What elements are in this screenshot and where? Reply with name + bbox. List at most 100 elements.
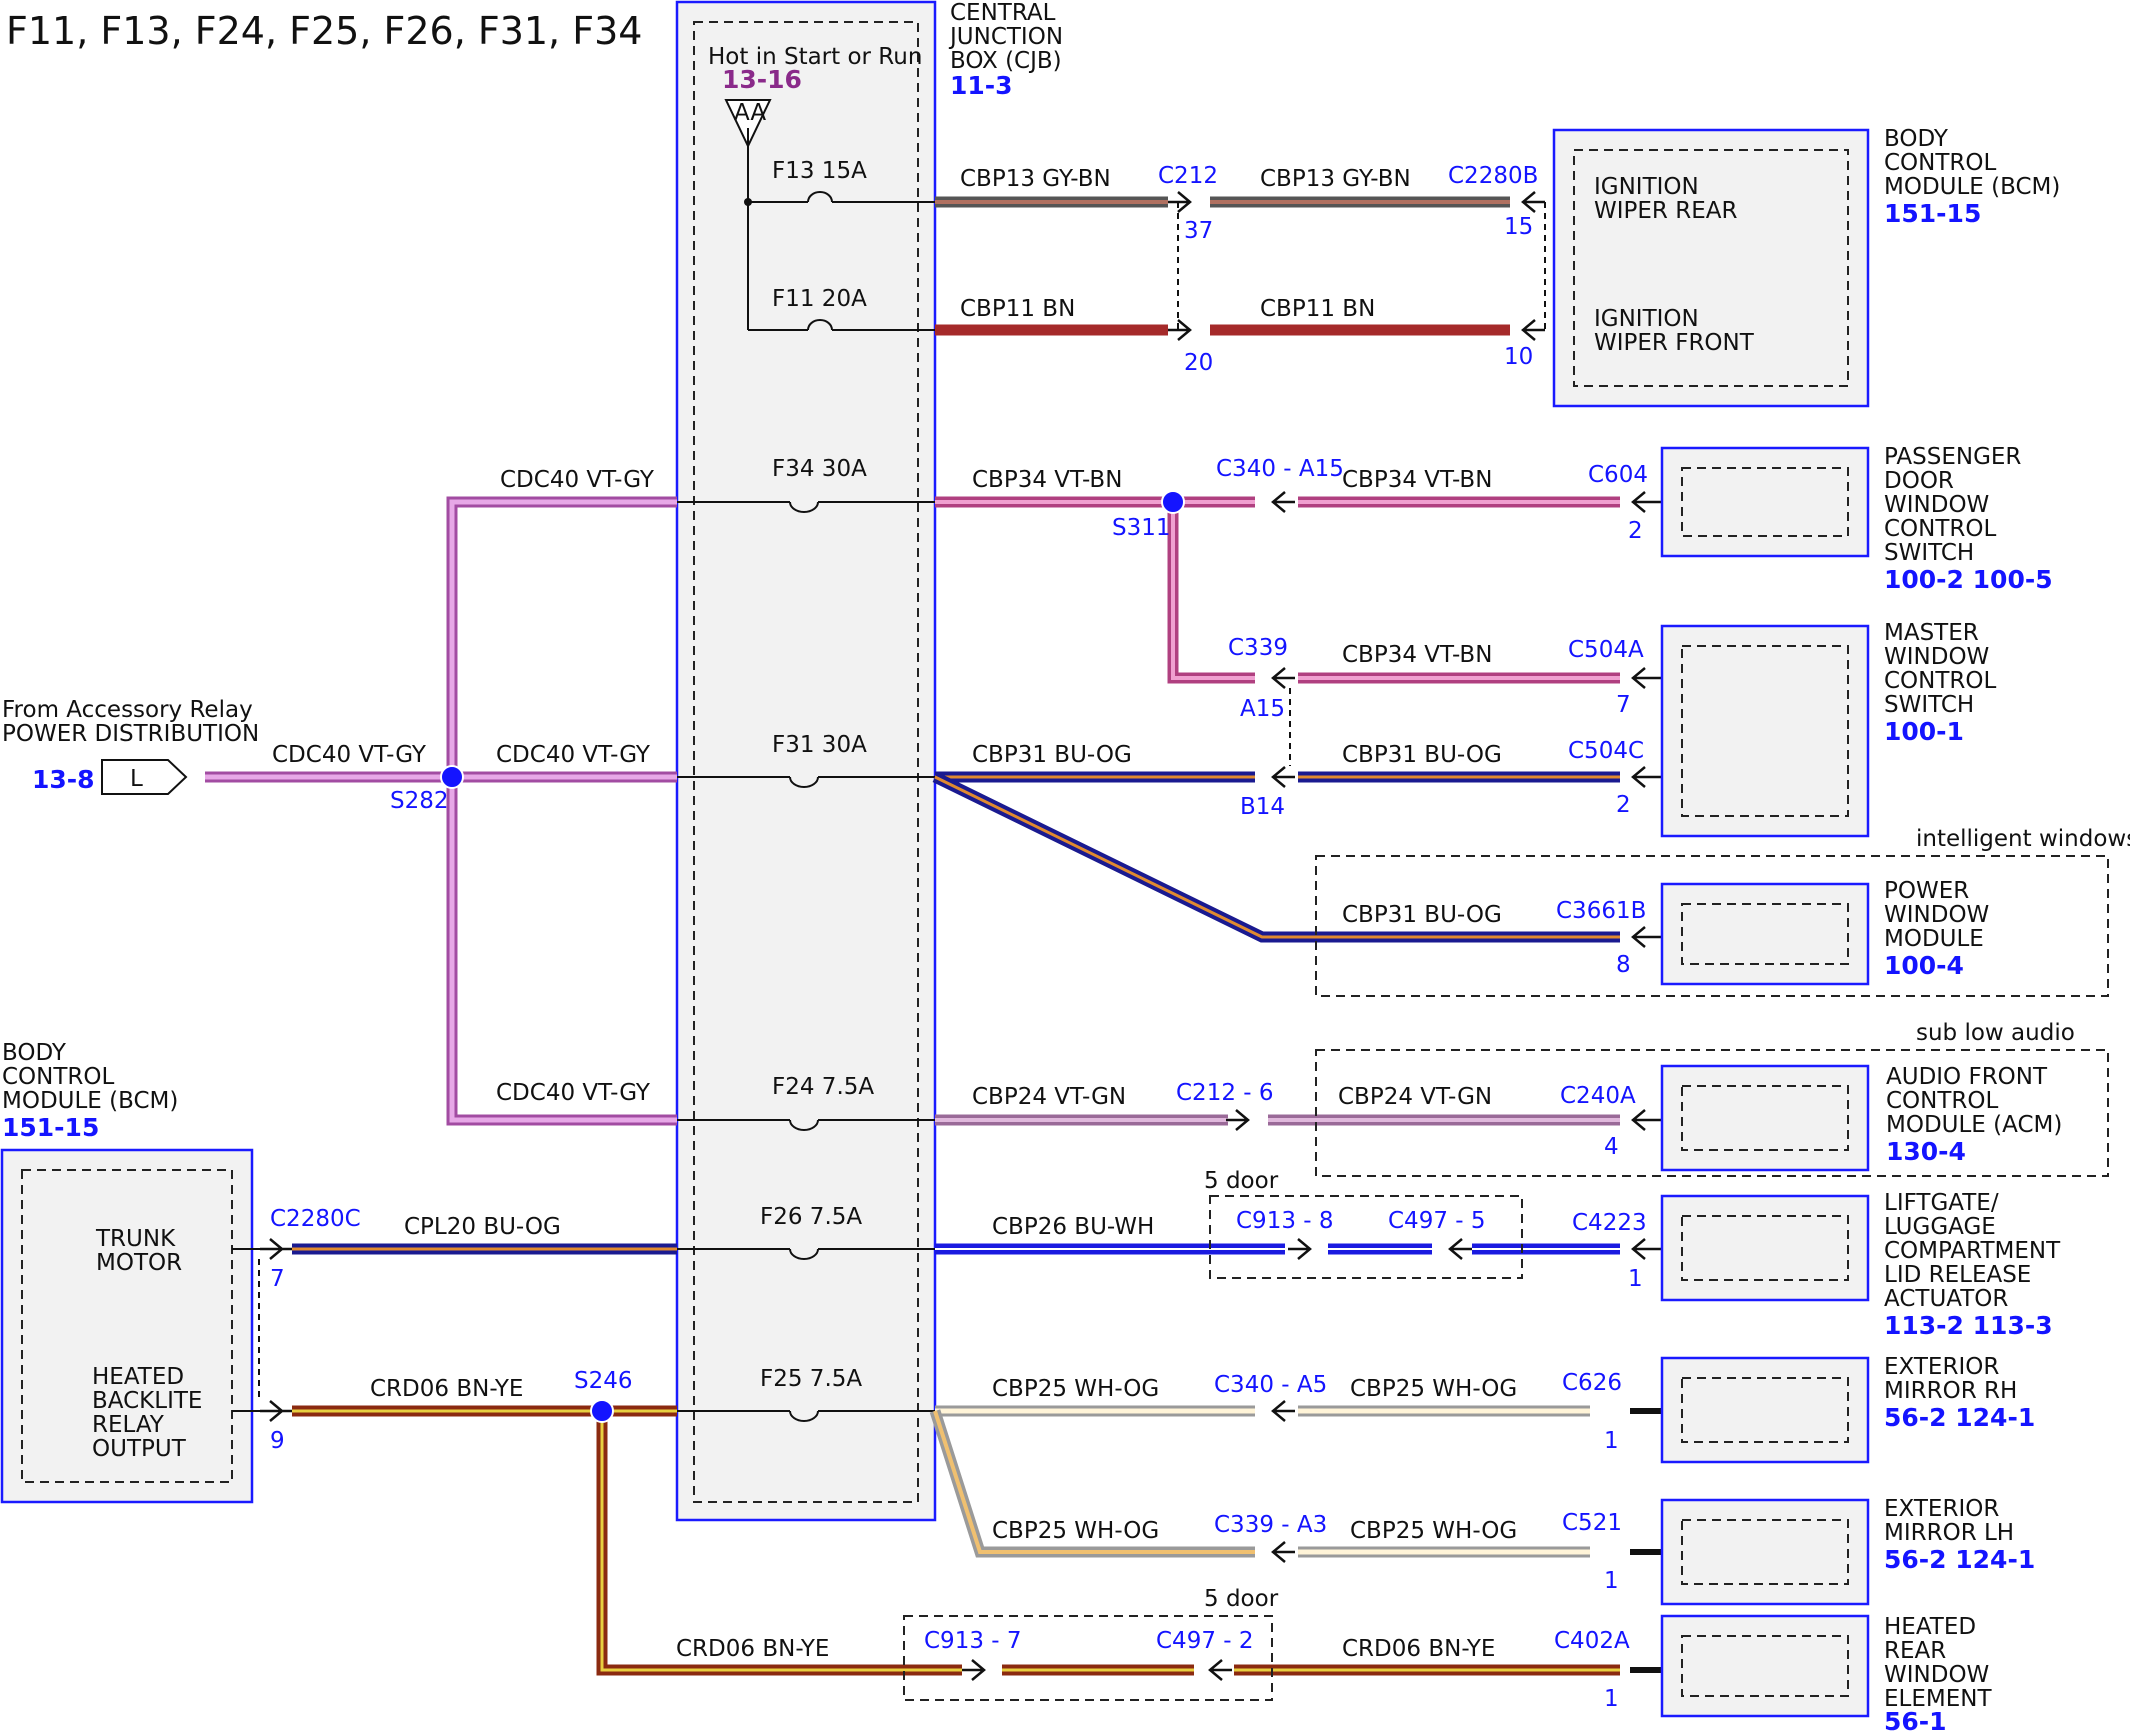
fuse-f31: [677, 776, 935, 788]
module-rear-window: [1660, 1614, 1870, 1718]
wire-cdc40-label-a: CDC40 VT-GY: [500, 467, 655, 493]
rear-window-name-1: HEATED: [1884, 1614, 1976, 1640]
liftgate-name-2: LUGGAGE: [1884, 1214, 1996, 1240]
module-rear-window-inner: [1681, 1635, 1849, 1697]
module-mirror-lh-inner: [1681, 1519, 1849, 1585]
option-sub-low-audio-label: sub low audio: [1916, 1020, 2075, 1046]
cjb-ref: 11-3: [950, 71, 1013, 100]
bcm-pin-a2: WIPER REAR: [1594, 198, 1737, 224]
connector-c339-a3: C339 - A3: [1214, 1512, 1327, 1538]
connector-c497-5: C497 - 5: [1388, 1208, 1486, 1234]
bcm-left-hb-3: RELAY: [92, 1412, 165, 1438]
bcm-left-ref: 151-15: [2, 1113, 99, 1142]
connector-c402a-pin: 1: [1604, 1686, 1619, 1712]
passenger-door-ref: 100-2 100-5: [1884, 565, 2053, 594]
connector-c339: C339: [1228, 635, 1288, 661]
rear-window-ref: 56-1: [1884, 1707, 1947, 1734]
rear-window-name-4: ELEMENT: [1884, 1686, 1992, 1712]
source-connector-label: L: [130, 766, 143, 792]
passenger-door-name-1: PASSENGER: [1884, 444, 2021, 470]
wire-cbp31-label-b: CBP31 BU-OG: [1342, 742, 1502, 768]
connector-c3661b-pin: 8: [1616, 952, 1631, 978]
connector-c2280b-arrow-a: [1521, 191, 1545, 213]
mirror-rh-name-2: MIRROR RH: [1884, 1378, 2017, 1404]
module-power-window: [1660, 882, 1870, 986]
bcm-pin-b2: WIPER FRONT: [1594, 330, 1755, 356]
wire-cdc40-label-left: CDC40 VT-GY: [272, 742, 427, 768]
wire-cbp31-label-c: CBP31 BU-OG: [1342, 902, 1502, 928]
connector-c504a-pin: 7: [1616, 692, 1631, 718]
module-passenger-door: [1660, 446, 1870, 558]
connector-c339-a3-arrow: [1271, 1541, 1295, 1563]
connector-c2280c-pin-7: 7: [270, 1266, 285, 1292]
wire-cbp34: [935, 496, 1620, 684]
module-power-window-inner: [1681, 903, 1849, 965]
bcm-left-hb-4: OUTPUT: [92, 1436, 187, 1462]
connector-c340-arrow: [1271, 491, 1295, 513]
wire-cbp25-label-c: CBP25 WH-OG: [992, 1518, 1159, 1544]
connector-c212: C212: [1158, 163, 1218, 189]
passenger-door-name-2: DOOR: [1884, 468, 1954, 494]
connector-c2280b: C2280B: [1448, 163, 1538, 189]
fuse-f34: [677, 501, 935, 513]
audio-name-3: MODULE (ACM): [1886, 1112, 2062, 1138]
module-mirror-rh: [1660, 1356, 1870, 1464]
connector-c340-a15: C340 - A15: [1216, 456, 1344, 482]
fuse-f25: [677, 1410, 935, 1422]
audio-name-1: AUDIO FRONT: [1886, 1064, 2048, 1090]
splice-s311-label: S311: [1112, 515, 1171, 541]
connector-c240a: C240A: [1560, 1083, 1636, 1109]
wire-cbp34-label-a: CBP34 VT-BN: [972, 467, 1122, 493]
power-window-ref: 100-4: [1884, 951, 1964, 980]
wire-cbp13-label-b: CBP13 GY-BN: [1260, 166, 1411, 192]
fuse-f26: [677, 1248, 935, 1260]
option-intelligent-windows-label: intelligent windows: [1916, 826, 2130, 852]
wire-cbp11-label-b: CBP11 BN: [1260, 296, 1375, 322]
connector-c504a: C504A: [1568, 637, 1644, 663]
wire-crd06-label-a: CRD06 BN-YE: [370, 1376, 523, 1402]
splice-s246: [590, 1399, 614, 1423]
source-label-2: POWER DISTRIBUTION: [2, 721, 259, 747]
module-audio-inner: [1681, 1085, 1849, 1151]
fuse-f24: [677, 1119, 935, 1131]
connector-c3661b: C3661B: [1556, 898, 1646, 924]
option-5-door-b-label: 5 door: [1204, 1586, 1279, 1612]
bcm-left-trunk-1: TRUNK: [95, 1226, 176, 1252]
connector-c339-arrow-b: [1271, 766, 1295, 788]
fuse-f24-label: F24 7.5A: [772, 1074, 874, 1100]
mirror-lh-ref: 56-2 124-1: [1884, 1545, 2035, 1574]
connector-c212-6: C212 - 6: [1176, 1080, 1274, 1106]
connector-c339-pin-a15: A15: [1240, 696, 1285, 722]
connector-c402a: C402A: [1554, 1628, 1630, 1654]
master-window-ref: 100-1: [1884, 717, 1964, 746]
connector-c212-arrow-b: [1168, 319, 1192, 341]
audio-ref: 130-4: [1886, 1137, 1966, 1166]
module-bcm-right-inner: [1573, 149, 1849, 387]
power-window-name-1: POWER: [1884, 878, 1969, 904]
bcm-pin-a1: IGNITION: [1594, 174, 1699, 200]
fuse-f11: [748, 319, 935, 331]
connector-c913-8-arrow: [1288, 1238, 1312, 1260]
hot-ref: 13-16: [722, 65, 802, 94]
connector-c4223: C4223: [1572, 1210, 1647, 1236]
wire-cpl20-label: CPL20 BU-OG: [404, 1214, 561, 1240]
bcm-left-hb-1: HEATED: [92, 1364, 184, 1390]
connector-c504c-pin: 2: [1616, 792, 1631, 818]
connector-c521-pin: 1: [1604, 1568, 1619, 1594]
rear-window-name-3: WINDOW: [1884, 1662, 1989, 1688]
wire-cbp25: [929, 1405, 1590, 1558]
connector-c497-5-arrow: [1448, 1238, 1472, 1260]
connector-c2280b-arrow-b: [1521, 319, 1545, 341]
passenger-door-name-5: SWITCH: [1884, 540, 1974, 566]
fuse-f13-label: F13 15A: [772, 158, 867, 184]
wire-cbp25-label-d: CBP25 WH-OG: [1350, 1518, 1517, 1544]
wire-cdc40-label-b: CDC40 VT-GY: [496, 742, 651, 768]
connector-c626-pin: 1: [1604, 1428, 1619, 1454]
hot-aa-symbol: [724, 99, 772, 149]
mirror-lh-name-1: EXTERIOR: [1884, 1496, 1999, 1522]
option-5-door-a: [1209, 1195, 1523, 1279]
source-connector: [101, 759, 188, 795]
connector-c626: C626: [1562, 1370, 1622, 1396]
rear-window-name-2: REAR: [1884, 1638, 1946, 1664]
